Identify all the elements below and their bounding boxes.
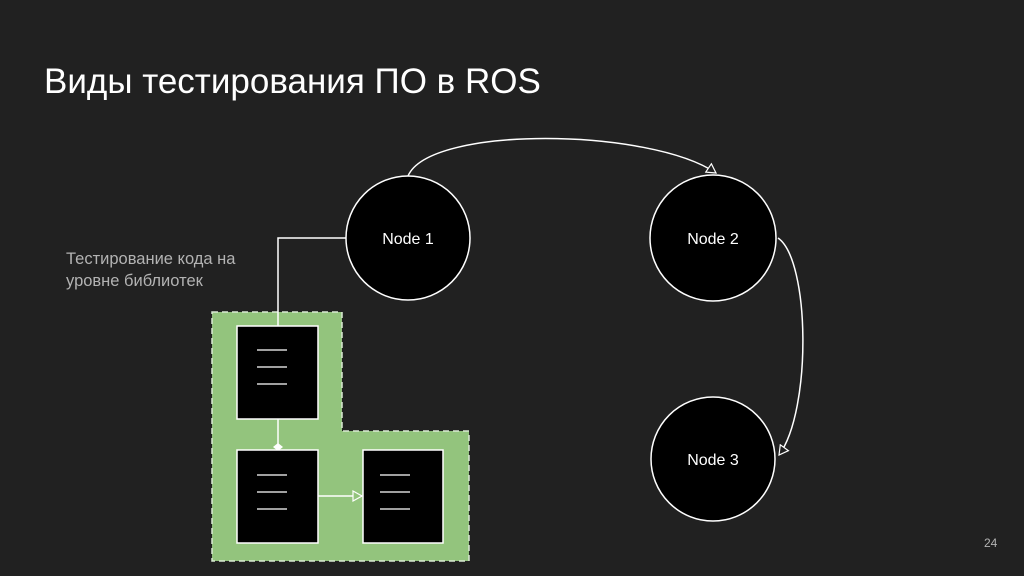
node-3-label: Node 3 <box>687 452 739 469</box>
library-document-3 <box>362 449 444 544</box>
library-document-1 <box>236 325 319 420</box>
edge-node2-node3 <box>777 237 804 455</box>
node-2-label: Node 2 <box>687 231 739 248</box>
library-testing-caption: Тестирование кода на уровне библиотек <box>66 250 236 290</box>
node-1-label: Node 1 <box>382 231 434 248</box>
page-number: 24 <box>984 536 998 550</box>
node1-library-connector <box>277 237 347 326</box>
node-2: Node 2 <box>649 174 777 302</box>
node-1: Node 1 <box>345 175 471 301</box>
slide-title: Виды тестирования ПО в ROS <box>44 62 541 101</box>
library-document-2 <box>236 449 319 544</box>
node-3: Node 3 <box>650 396 776 522</box>
edge-node1-node2 <box>407 137 716 177</box>
